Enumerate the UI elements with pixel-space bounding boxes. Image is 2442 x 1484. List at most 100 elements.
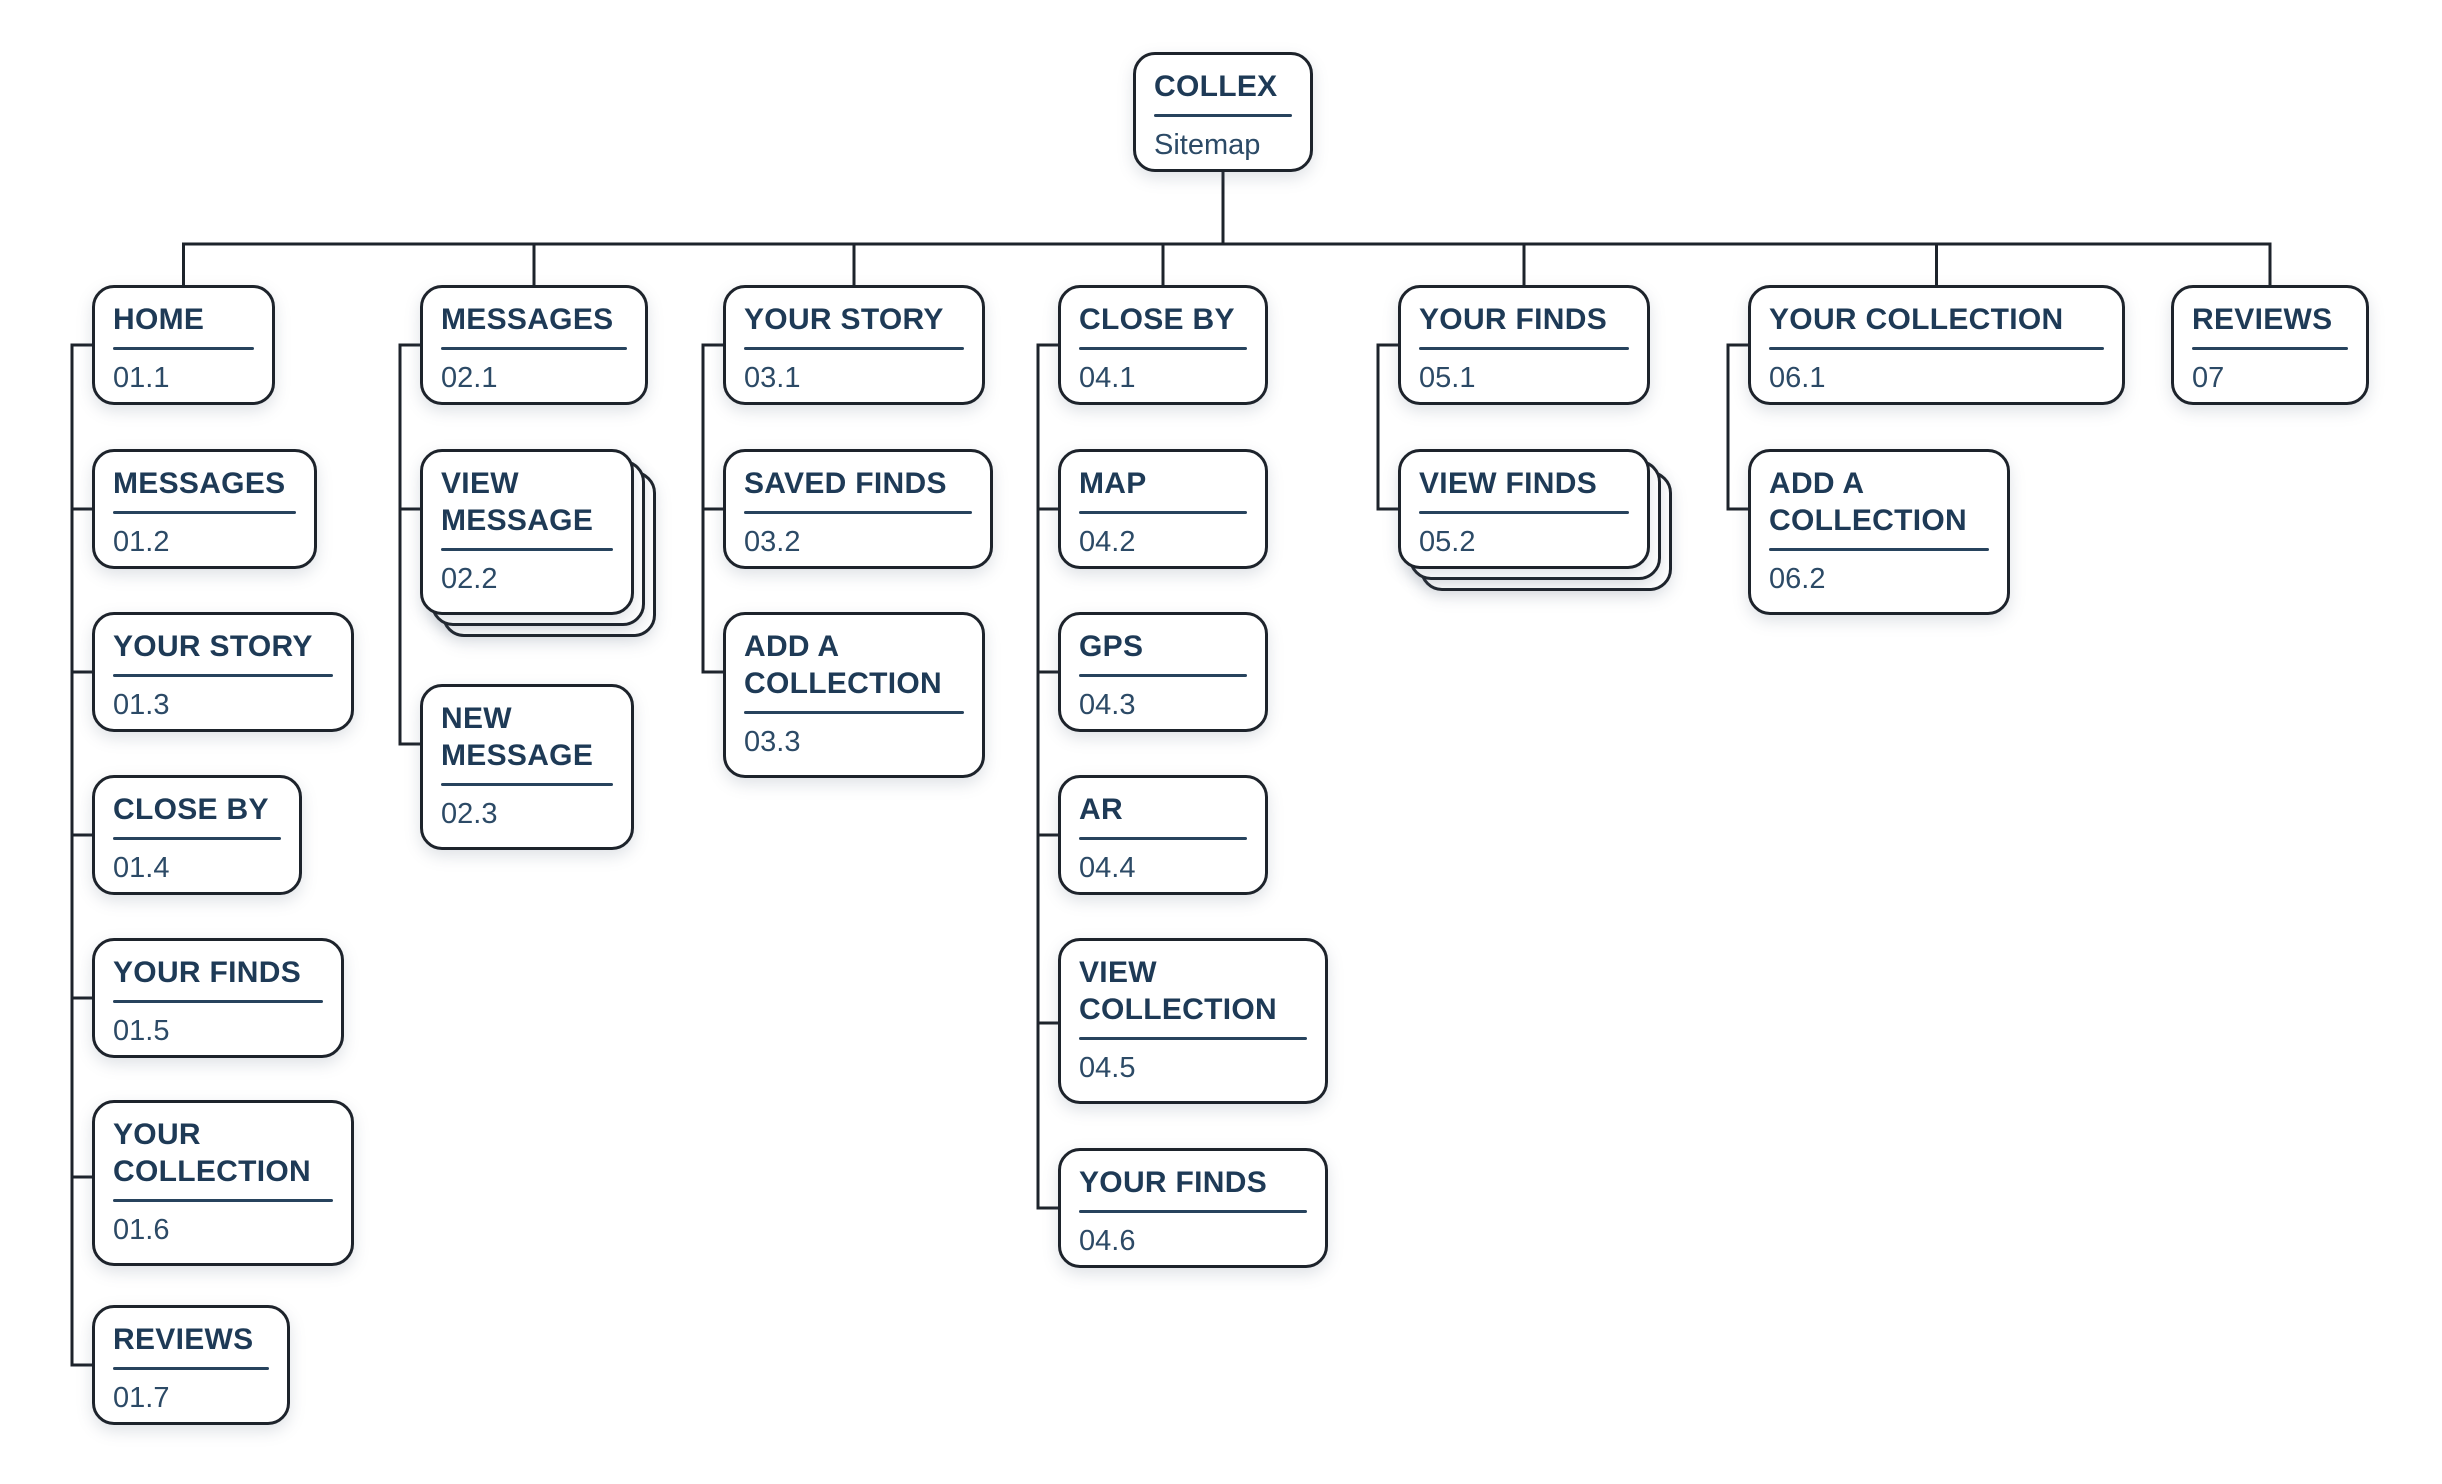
node-id: 01.7	[113, 1382, 170, 1414]
node-card[interactable]: REVIEWS 07	[2171, 285, 2369, 405]
title-underline	[1769, 347, 2104, 350]
node-card[interactable]: YOUR FINDS 04.6	[1058, 1148, 1328, 1268]
node-title: NEW MESSAGE	[441, 702, 594, 772]
node-title: YOUR STORY	[113, 630, 313, 663]
node-card[interactable]: YOUR FINDS 05.1	[1398, 285, 1650, 405]
title-underline	[441, 783, 613, 786]
node-title: REVIEWS	[113, 1323, 254, 1356]
node-title: REVIEWS	[2192, 303, 2333, 336]
node-id: 05.1	[1419, 362, 1476, 394]
node-card[interactable]: ADD A COLLECTION 03.3	[723, 612, 985, 778]
node-title: YOUR FINDS	[113, 956, 302, 989]
node-card[interactable]: VIEW FINDS 05.2	[1398, 449, 1650, 569]
title-underline	[1079, 837, 1247, 840]
node-title: MAP	[1079, 467, 1147, 500]
title-underline	[113, 837, 281, 840]
title-underline	[113, 1199, 333, 1202]
connector-path	[70, 170, 2272, 1367]
node-title: CLOSE BY	[113, 793, 269, 826]
node-title: AR	[1079, 793, 1123, 826]
node-title: YOUR STORY	[744, 303, 944, 336]
node-id: 06.2	[1769, 563, 1826, 595]
node-id: 07	[2192, 362, 2225, 394]
node-id: 04.2	[1079, 526, 1136, 558]
node-title: YOUR COLLECTION	[113, 1118, 311, 1188]
node-title: YOUR FINDS	[1419, 303, 1608, 336]
node-id: 04.5	[1079, 1052, 1136, 1084]
node-title: GPS	[1079, 630, 1144, 663]
node-card[interactable]: YOUR FINDS 01.5	[92, 938, 344, 1058]
node-card[interactable]: YOUR COLLECTION 06.1	[1748, 285, 2125, 405]
node-id: 03.3	[744, 726, 801, 758]
node-id: 04.6	[1079, 1225, 1136, 1257]
node-id: 01.6	[113, 1214, 170, 1246]
title-underline	[441, 548, 613, 551]
node-card[interactable]: SAVED FINDS 03.2	[723, 449, 993, 569]
title-underline	[744, 511, 972, 514]
node-card[interactable]: AR 04.4	[1058, 775, 1268, 895]
node-card[interactable]: MESSAGES 02.1	[420, 285, 648, 405]
node-id: 02.2	[441, 563, 498, 595]
node-title: VIEW COLLECTION	[1079, 956, 1277, 1026]
node-id: 03.2	[744, 526, 801, 558]
node-title: ADD A COLLECTION	[744, 630, 942, 700]
node-title: CLOSE BY	[1079, 303, 1235, 336]
title-underline	[744, 347, 964, 350]
title-underline	[1769, 548, 1989, 551]
title-underline	[113, 347, 254, 350]
node-card[interactable]: NEW MESSAGE 02.3	[420, 684, 634, 850]
node-id: 01.4	[113, 852, 170, 884]
title-underline	[113, 511, 296, 514]
root-subtitle: Sitemap	[1154, 129, 1261, 161]
title-underline	[113, 1367, 269, 1370]
node-id: 04.3	[1079, 689, 1136, 721]
node-id: 06.1	[1769, 362, 1826, 394]
title-underline	[1079, 511, 1247, 514]
node-title: SAVED FINDS	[744, 467, 947, 500]
node-card[interactable]: VIEW COLLECTION 04.5	[1058, 938, 1328, 1104]
title-underline	[1079, 347, 1247, 350]
title-underline	[113, 674, 333, 677]
title-underline	[1079, 1210, 1307, 1213]
node-id: 02.3	[441, 798, 498, 830]
node-id: 02.1	[441, 362, 498, 394]
node-id: 01.5	[113, 1015, 170, 1047]
node-card[interactable]: CLOSE BY 01.4	[92, 775, 302, 895]
node-title: YOUR FINDS	[1079, 1166, 1268, 1199]
node-id: 01.2	[113, 526, 170, 558]
title-underline	[1079, 674, 1247, 677]
node-card[interactable]: VIEW MESSAGE 02.2	[420, 449, 634, 615]
node-card[interactable]: MAP 04.2	[1058, 449, 1268, 569]
node-id: 05.2	[1419, 526, 1476, 558]
node-card[interactable]: YOUR STORY 01.3	[92, 612, 354, 732]
title-underline	[1419, 511, 1629, 514]
title-underline	[441, 347, 627, 350]
title-underline	[2192, 347, 2348, 350]
node-title: ADD A COLLECTION	[1769, 467, 1967, 537]
node-title: YOUR COLLECTION	[1769, 303, 2064, 336]
node-title: MESSAGES	[113, 467, 286, 500]
title-underline	[1419, 347, 1629, 350]
node-title: MESSAGES	[441, 303, 614, 336]
node-title: VIEW FINDS	[1419, 467, 1598, 500]
title-underline	[1154, 114, 1292, 117]
node-card[interactable]: CLOSE BY 04.1	[1058, 285, 1268, 405]
node-id: 04.4	[1079, 852, 1136, 884]
title-underline	[1079, 1037, 1307, 1040]
node-id: 04.1	[1079, 362, 1136, 394]
node-title: HOME	[113, 303, 205, 336]
node-title: VIEW MESSAGE	[441, 467, 594, 537]
node-card[interactable]: GPS 04.3	[1058, 612, 1268, 732]
node-card[interactable]: YOUR COLLECTION 01.6	[92, 1100, 354, 1266]
node-card[interactable]: MESSAGES 01.2	[92, 449, 317, 569]
node-card[interactable]: REVIEWS 01.7	[92, 1305, 290, 1425]
root-card[interactable]: COLLEX Sitemap	[1133, 52, 1313, 172]
title-underline	[744, 711, 964, 714]
node-title: COLLEX	[1154, 70, 1278, 103]
node-card[interactable]: ADD A COLLECTION 06.2	[1748, 449, 2010, 615]
node-id: 01.3	[113, 689, 170, 721]
